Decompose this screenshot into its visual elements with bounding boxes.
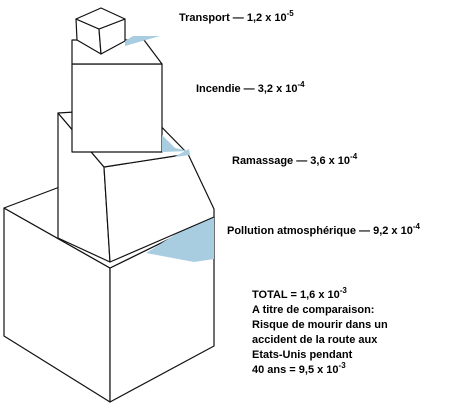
- risk-times: x 10: [388, 225, 413, 237]
- summary-comparison-text: 40 ans = 9,5 x 10: [252, 364, 339, 376]
- risk-exponent: -4: [412, 222, 420, 231]
- risk-name: Transport: [179, 12, 230, 24]
- risk-name: Incendie: [196, 83, 241, 95]
- cube-transport-shadow: [125, 36, 160, 46]
- cube-transport: [75, 7, 160, 55]
- cube-incendie-shadow: [162, 135, 189, 152]
- risk-mantissa: 3,6: [310, 155, 326, 167]
- summary-line: Risque de mourir dans un: [252, 319, 388, 331]
- risk-separator: —: [355, 225, 374, 237]
- cube-incendie-front-face: [71, 63, 163, 153]
- summary-comparison-exponent: -3: [338, 361, 346, 370]
- risk-mantissa: 3,2: [257, 83, 274, 95]
- summary-line: A titre de comparaison:: [252, 304, 375, 316]
- risk-separator: —: [293, 155, 311, 167]
- risk-name: Ramassage: [232, 155, 294, 167]
- cube-incendie: [71, 39, 189, 153]
- summary-line: Etats-Unis pendant: [252, 349, 353, 361]
- summary-total: TOTAL = 1,6 x 10-3: [252, 286, 388, 303]
- risk-times: x 10: [273, 83, 298, 95]
- risk-name: Pollution atmosphérique: [227, 225, 356, 237]
- summary-block: TOTAL = 1,6 x 10-3 A titre de comparaiso…: [252, 286, 388, 378]
- risk-exponent: -4: [350, 152, 358, 161]
- risk-times: x 10: [262, 12, 287, 24]
- risk-label-transport: Transport — 1,2 x 10-5: [179, 9, 294, 25]
- risk-label-pollution: Pollution atmosphérique — 9,2 x 10-4: [227, 222, 420, 238]
- risk-mantissa: 9,2: [373, 225, 389, 237]
- risk-separator: —: [240, 83, 258, 95]
- risk-label-incendie: Incendie — 3,2 x 10-4: [196, 80, 305, 96]
- summary-comparison: 40 ans = 9,5 x 10-3: [252, 361, 388, 378]
- summary-total-text: TOTAL = 1,6 x 10: [252, 289, 340, 301]
- cube-transport-top-face: [75, 7, 126, 30]
- risk-separator: —: [229, 12, 247, 24]
- summary-total-exponent: -3: [339, 286, 347, 295]
- risk-times: x 10: [325, 155, 351, 167]
- risk-mantissa: 1,2: [246, 12, 263, 24]
- risk-label-ramassage: Ramassage — 3,6 x 10-4: [232, 152, 358, 168]
- risk-exponent: -4: [297, 80, 305, 89]
- risk-exponent: -5: [286, 9, 294, 18]
- summary-line: accident de la route aux: [252, 334, 378, 346]
